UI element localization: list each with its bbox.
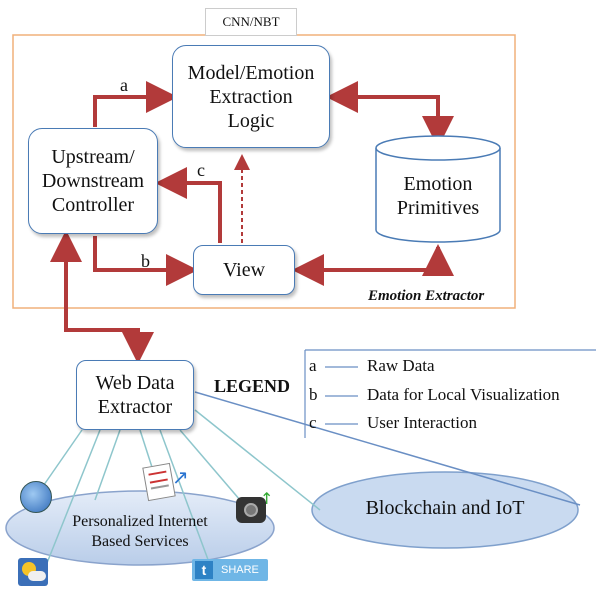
legend-key-a: a bbox=[309, 356, 317, 375]
services-ellipse bbox=[5, 490, 275, 566]
arrow-primitives-view bbox=[292, 247, 440, 286]
arrow-label-c: c bbox=[197, 160, 205, 180]
webcam-icon: ↑ bbox=[236, 489, 273, 523]
twitter-icon: t bbox=[195, 561, 213, 579]
web-extractor-box: Web Data Extractor bbox=[76, 360, 194, 430]
arrow-a bbox=[93, 81, 178, 127]
legend-title: LEGEND bbox=[214, 376, 291, 396]
emotion-primitives-cylinder bbox=[375, 135, 501, 243]
arrow-model-primitives bbox=[334, 95, 454, 148]
arrow-label-b: b bbox=[141, 251, 150, 271]
controller-box: Upstream/ Downstream Controller bbox=[28, 128, 158, 234]
model-emotion-logic-box: Model/Emotion Extraction Logic bbox=[172, 45, 330, 148]
legend-key-b: b bbox=[309, 385, 318, 404]
legend-text-b: Data for Local Visualization bbox=[367, 385, 560, 404]
thunderbird-icon bbox=[20, 481, 52, 513]
arrow-label-a: a bbox=[120, 75, 128, 95]
view-box: View bbox=[193, 245, 295, 295]
legend-text-a: Raw Data bbox=[367, 356, 435, 375]
legend-blockchain-link bbox=[194, 391, 581, 506]
legend-bracket bbox=[304, 349, 596, 438]
legend-key-c: c bbox=[309, 413, 317, 432]
notepad-icon bbox=[142, 462, 176, 502]
arrow-upload-icon: ↗ bbox=[172, 465, 189, 489]
share-label: SHARE bbox=[221, 564, 259, 576]
blockchain-label: Blockchain and IoT bbox=[365, 497, 525, 519]
blockchain-ellipse bbox=[311, 471, 579, 549]
frame-caption: Emotion Extractor bbox=[368, 288, 485, 304]
cnn-tag: CNN/NBT bbox=[205, 8, 297, 36]
weather-icon bbox=[18, 558, 48, 586]
legend-text-c: User Interaction bbox=[367, 413, 477, 432]
services-label: Personalized Internet Based Services bbox=[72, 513, 208, 550]
primitives-label: Emotion Primitives bbox=[396, 173, 480, 219]
twitter-share-icon: t SHARE bbox=[192, 559, 268, 581]
arrow-b bbox=[93, 236, 198, 286]
arrow-c bbox=[155, 167, 222, 243]
arrow-controller-web bbox=[64, 236, 154, 364]
